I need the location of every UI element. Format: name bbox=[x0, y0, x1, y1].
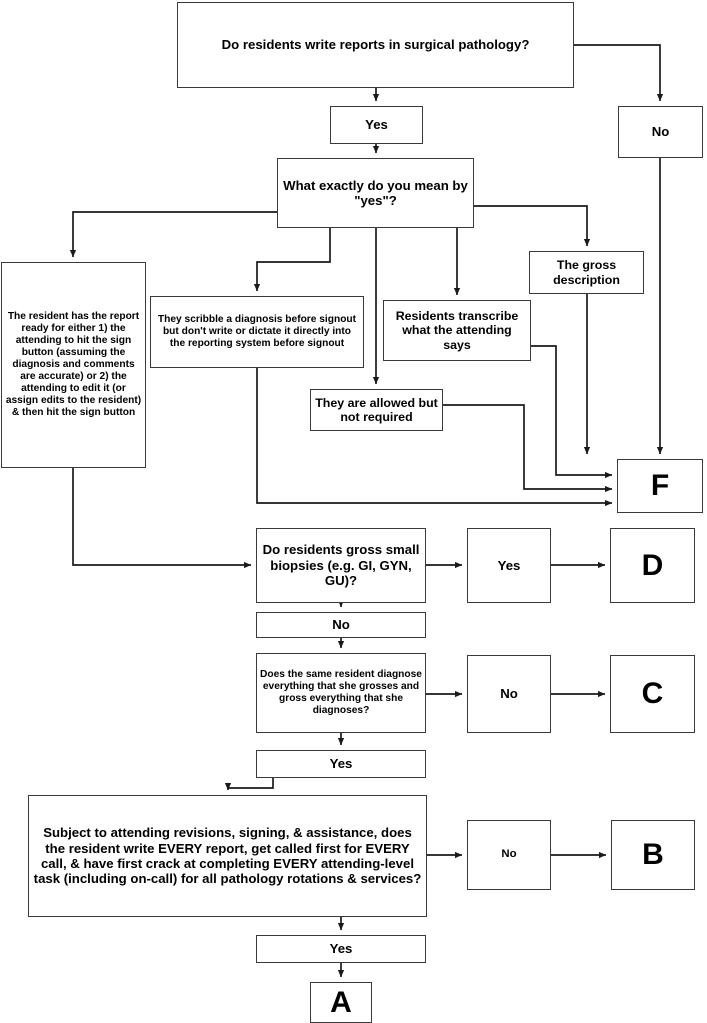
node-biopsies-yes[interactable]: Yes bbox=[467, 528, 551, 603]
node-same-resident-yes-label: Yes bbox=[329, 756, 353, 772]
node-meaning-question-label: What exactly do you mean by "yes"? bbox=[283, 177, 468, 208]
node-same-resident-question-label: Does the same resident diagnose everythi… bbox=[260, 669, 422, 716]
node-every-task-no[interactable]: No bbox=[467, 820, 551, 890]
node-option-transcribe[interactable]: Residents transcribe what the attending … bbox=[383, 300, 531, 361]
node-every-task-yes[interactable]: Yes bbox=[256, 935, 426, 963]
node-grade-c-label: C bbox=[641, 677, 664, 711]
node-grade-d-label: D bbox=[641, 548, 664, 582]
node-option-gross-description-label: The gross description bbox=[553, 258, 620, 287]
node-grade-c[interactable]: C bbox=[610, 655, 695, 733]
node-root-no[interactable]: No bbox=[618, 106, 703, 158]
node-option-allowed-not-required-label: They are allowed but not required bbox=[315, 395, 438, 425]
node-every-task-no-label: No bbox=[501, 848, 517, 861]
node-grade-d[interactable]: D bbox=[610, 528, 695, 603]
node-grade-a-label: A bbox=[330, 985, 352, 1019]
node-biopsies-question-label: Do residents gross small biopsies (e.g. … bbox=[262, 542, 420, 589]
node-biopsies-question[interactable]: Do residents gross small biopsies (e.g. … bbox=[256, 528, 426, 603]
node-grade-a[interactable]: A bbox=[310, 982, 372, 1023]
node-root-question-label: Do residents write reports in surgical p… bbox=[221, 37, 530, 53]
node-same-resident-question[interactable]: Does the same resident diagnose everythi… bbox=[256, 653, 426, 733]
node-biopsies-no-label: No bbox=[332, 617, 350, 633]
node-root-yes-label: Yes bbox=[365, 117, 388, 133]
node-grade-f-label: F bbox=[650, 469, 670, 503]
node-biopsies-yes-label: Yes bbox=[497, 557, 521, 573]
node-grade-b-label: B bbox=[642, 838, 664, 872]
node-option-transcribe-label: Residents transcribe what the attending … bbox=[395, 308, 519, 352]
node-meaning-question[interactable]: What exactly do you mean by "yes"? bbox=[277, 158, 474, 228]
node-same-resident-no-label: No bbox=[500, 686, 518, 702]
node-option-scribble[interactable]: They scribble a diagnosis before signout… bbox=[150, 296, 364, 368]
node-grade-b[interactable]: B bbox=[611, 820, 695, 890]
node-every-task-question-label: Subject to attending revisions, signing,… bbox=[33, 825, 422, 887]
node-root-no-label: No bbox=[651, 124, 670, 140]
node-every-task-yes-label: Yes bbox=[329, 941, 353, 957]
node-same-resident-yes[interactable]: Yes bbox=[256, 750, 426, 778]
node-root-yes[interactable]: Yes bbox=[330, 106, 423, 144]
node-option-resident-ready[interactable]: The resident has the report ready for ei… bbox=[1, 262, 146, 468]
node-option-scribble-label: They scribble a diagnosis before signout… bbox=[157, 314, 357, 349]
node-same-resident-no[interactable]: No bbox=[467, 655, 551, 733]
node-every-task-question[interactable]: Subject to attending revisions, signing,… bbox=[28, 795, 427, 917]
node-option-gross-description[interactable]: The gross description bbox=[529, 251, 644, 294]
node-option-resident-ready-label: The resident has the report ready for ei… bbox=[5, 311, 142, 418]
node-root-question[interactable]: Do residents write reports in surgical p… bbox=[177, 2, 574, 88]
node-biopsies-no[interactable]: No bbox=[256, 612, 426, 638]
node-option-allowed-not-required[interactable]: They are allowed but not required bbox=[310, 389, 443, 431]
node-grade-f[interactable]: F bbox=[617, 459, 703, 513]
